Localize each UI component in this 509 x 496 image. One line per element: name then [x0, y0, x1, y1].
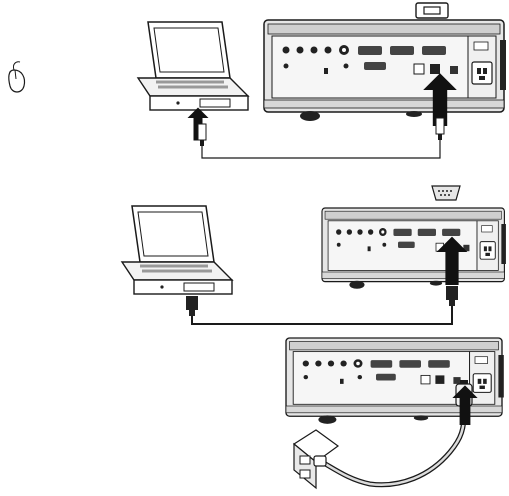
usb-cable	[202, 134, 440, 158]
vga-cable	[192, 306, 452, 324]
power-connection-panel	[286, 338, 504, 488]
projector	[286, 338, 504, 424]
vga-plug-icon	[446, 286, 458, 306]
vga-connection-panel	[122, 186, 506, 324]
mouse-icon	[9, 62, 25, 92]
usb-connection-panel	[138, 3, 506, 158]
vga-plug-icon	[186, 296, 198, 316]
laptop	[138, 22, 248, 110]
laptop	[122, 206, 232, 294]
projector	[322, 208, 506, 289]
wall-plug-icon	[314, 456, 326, 466]
vga-port-icon	[432, 186, 460, 200]
usb-port-icon	[416, 3, 448, 18]
projector	[264, 20, 506, 121]
